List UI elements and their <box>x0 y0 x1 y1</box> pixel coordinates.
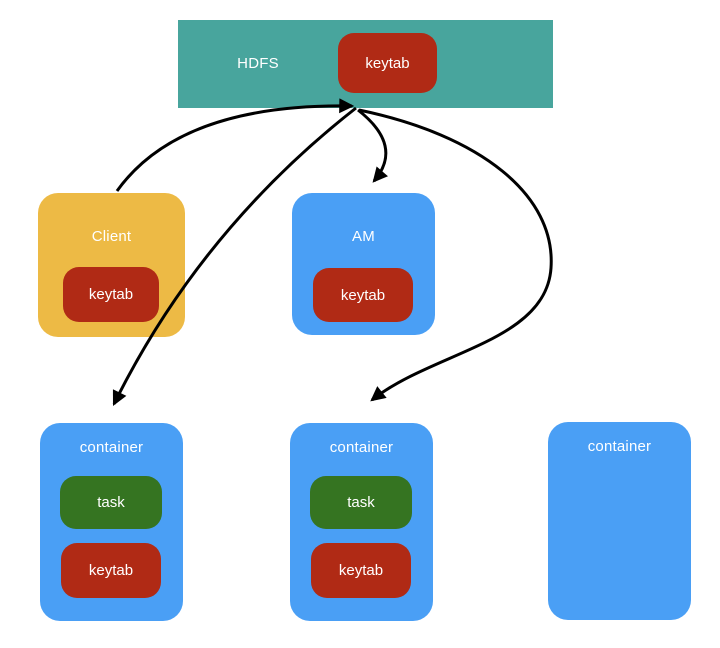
edge-hdfs-keytab-to-am <box>357 108 388 183</box>
container-2-keytab-badge: keytab <box>311 543 411 598</box>
container-2-label: container <box>329 439 394 456</box>
node-container-2: container task keytab <box>290 423 433 621</box>
container-1-task-badge: task <box>60 476 162 529</box>
container-1-label: container <box>79 439 144 456</box>
client-label: Client <box>91 228 132 245</box>
am-label: AM <box>352 228 375 245</box>
container-1-keytab-badge: keytab <box>61 543 161 598</box>
node-container-1: container task keytab <box>40 423 183 621</box>
node-container-3: container <box>548 422 691 620</box>
node-client: Client keytab <box>38 193 185 337</box>
hdfs-keytab-badge: keytab <box>338 33 437 93</box>
container-3-label: container <box>587 438 652 455</box>
client-keytab-badge: keytab <box>63 267 159 322</box>
node-am: AM keytab <box>292 193 435 335</box>
edge-client-to-hdfs-keytab <box>115 98 355 192</box>
container-2-task-badge: task <box>310 476 412 529</box>
hdfs-label: HDFS <box>237 55 279 72</box>
node-hdfs: HDFS keytab <box>178 20 553 108</box>
am-keytab-badge: keytab <box>313 268 413 322</box>
